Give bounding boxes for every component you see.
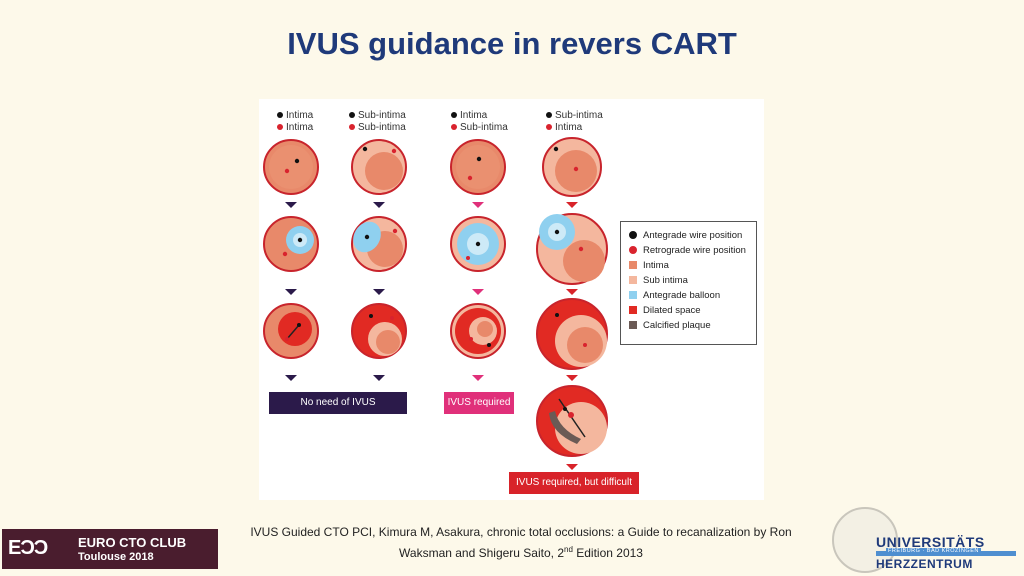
arrow — [566, 375, 578, 381]
slide-title: IVUS guidance in revers CART — [287, 26, 737, 61]
dilated-swatch-icon — [629, 306, 637, 315]
col1-step1 — [263, 139, 319, 195]
col2-step3 — [351, 303, 407, 359]
legend-item-antegrade-wire: Antegrade wire position — [629, 230, 742, 242]
logo-right-herzzentrum: HERZZENTRUM — [876, 557, 973, 571]
ivus-diagram: Intima Intima Sub-intima Sub-intima Inti… — [259, 99, 764, 500]
col3-step1 — [450, 139, 506, 195]
university-seal-icon — [832, 507, 898, 573]
logo-right-uni: UNIVERSITÄTS — [876, 534, 985, 550]
banner-ivus-required-difficult: IVUS required, but difficult — [516, 477, 632, 488]
arrow — [472, 289, 484, 295]
legend-box: Antegrade wire position Retrograde wire … — [620, 221, 757, 345]
euro-cto-club-logo: EƆƆ EURO CTO CLUB Toulouse 2018 — [2, 529, 218, 569]
diagram-canvas — [263, 137, 639, 494]
logo-right-bar: FREIBURG · BAD KROZINGEN — [876, 548, 1016, 556]
arrow — [373, 289, 385, 295]
col4-step4 — [536, 385, 608, 457]
arrow — [472, 375, 484, 381]
col4-label-bottom: Intima — [546, 122, 582, 134]
legend-item-dilated: Dilated space — [629, 305, 701, 317]
legend-item-balloon: Antegrade balloon — [629, 290, 720, 302]
universitats-herzzentrum-logo: UNIVERSITÄTS FREIBURG · BAD KROZINGEN HE… — [876, 534, 1016, 571]
col1-step2 — [263, 216, 319, 272]
arrow — [566, 202, 578, 208]
citation-line1: IVUS Guided CTO PCI, Kimura M, Asakura, … — [250, 525, 792, 539]
calcified-swatch-icon — [629, 321, 637, 330]
col2-label-top: Sub-intima — [349, 110, 406, 122]
ecc-mark-icon: EƆƆ — [8, 537, 48, 559]
banner-ivus-required: IVUS required — [447, 397, 511, 408]
arrow — [373, 375, 385, 381]
legend-item-calcified: Calcified plaque — [629, 320, 711, 332]
col2-step1 — [351, 139, 407, 195]
col3-label-bottom: Sub-intima — [451, 122, 508, 134]
legend-item-retrograde-wire: Retrograde wire position — [629, 245, 746, 257]
col3-step3 — [450, 303, 506, 359]
col1-step3 — [263, 303, 319, 359]
red-dot-icon — [629, 246, 637, 255]
balloon-swatch-icon — [629, 291, 637, 300]
citation: IVUS Guided CTO PCI, Kimura M, Asakura, … — [226, 524, 816, 562]
banner-no-need-bg — [269, 392, 407, 414]
sub-intima-swatch-icon — [629, 276, 637, 285]
col4-step1 — [542, 137, 602, 197]
col4-label-top: Sub-intima — [546, 110, 603, 122]
arrow — [472, 202, 484, 208]
col3-label-top: Intima — [451, 110, 487, 122]
banner-difficult-bg — [509, 472, 639, 494]
arrow — [285, 202, 297, 208]
col2-label-bottom: Sub-intima — [349, 122, 406, 134]
legend-item-sub-intima: Sub intima — [629, 275, 688, 287]
arrow — [373, 202, 385, 208]
col2-step2 — [351, 216, 407, 272]
logo-left-subtitle: Toulouse 2018 — [78, 551, 154, 563]
banner-no-need: No need of IVUS — [300, 397, 376, 408]
banner-required-bg — [444, 392, 514, 414]
col4-step3 — [536, 298, 608, 370]
intima-swatch-icon — [629, 261, 637, 270]
arrow — [566, 464, 578, 470]
legend-item-intima: Intima — [629, 260, 669, 272]
col1-label-bottom: Intima — [277, 122, 313, 134]
arrow — [566, 289, 578, 295]
col1-label-top: Intima — [277, 110, 313, 122]
black-dot-icon — [629, 231, 637, 240]
citation-line2: Waksman and Shigeru Saito, 2nd Edition 2… — [399, 545, 643, 560]
arrow — [285, 289, 297, 295]
arrow — [285, 375, 297, 381]
col4-step2 — [536, 213, 608, 285]
col3-step2 — [450, 216, 506, 272]
logo-left-title: EURO CTO CLUB — [78, 535, 187, 550]
